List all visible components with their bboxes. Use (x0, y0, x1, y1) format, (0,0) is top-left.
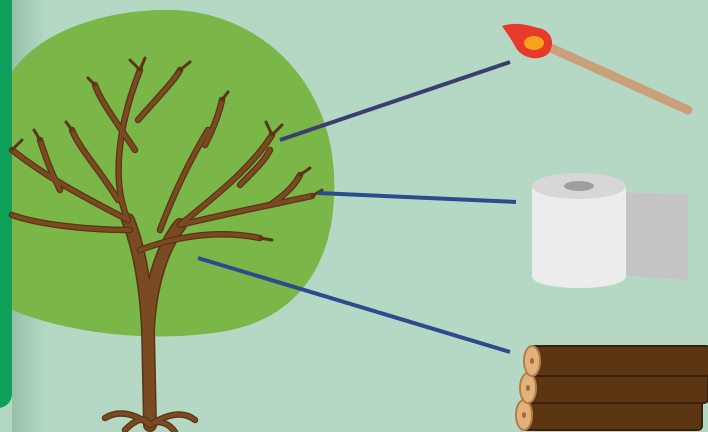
logs-icon (516, 346, 708, 430)
connector-toilet-paper (318, 193, 516, 202)
match-icon (502, 24, 688, 110)
tree-canopy (12, 10, 334, 337)
toilet-paper-icon (532, 173, 688, 288)
